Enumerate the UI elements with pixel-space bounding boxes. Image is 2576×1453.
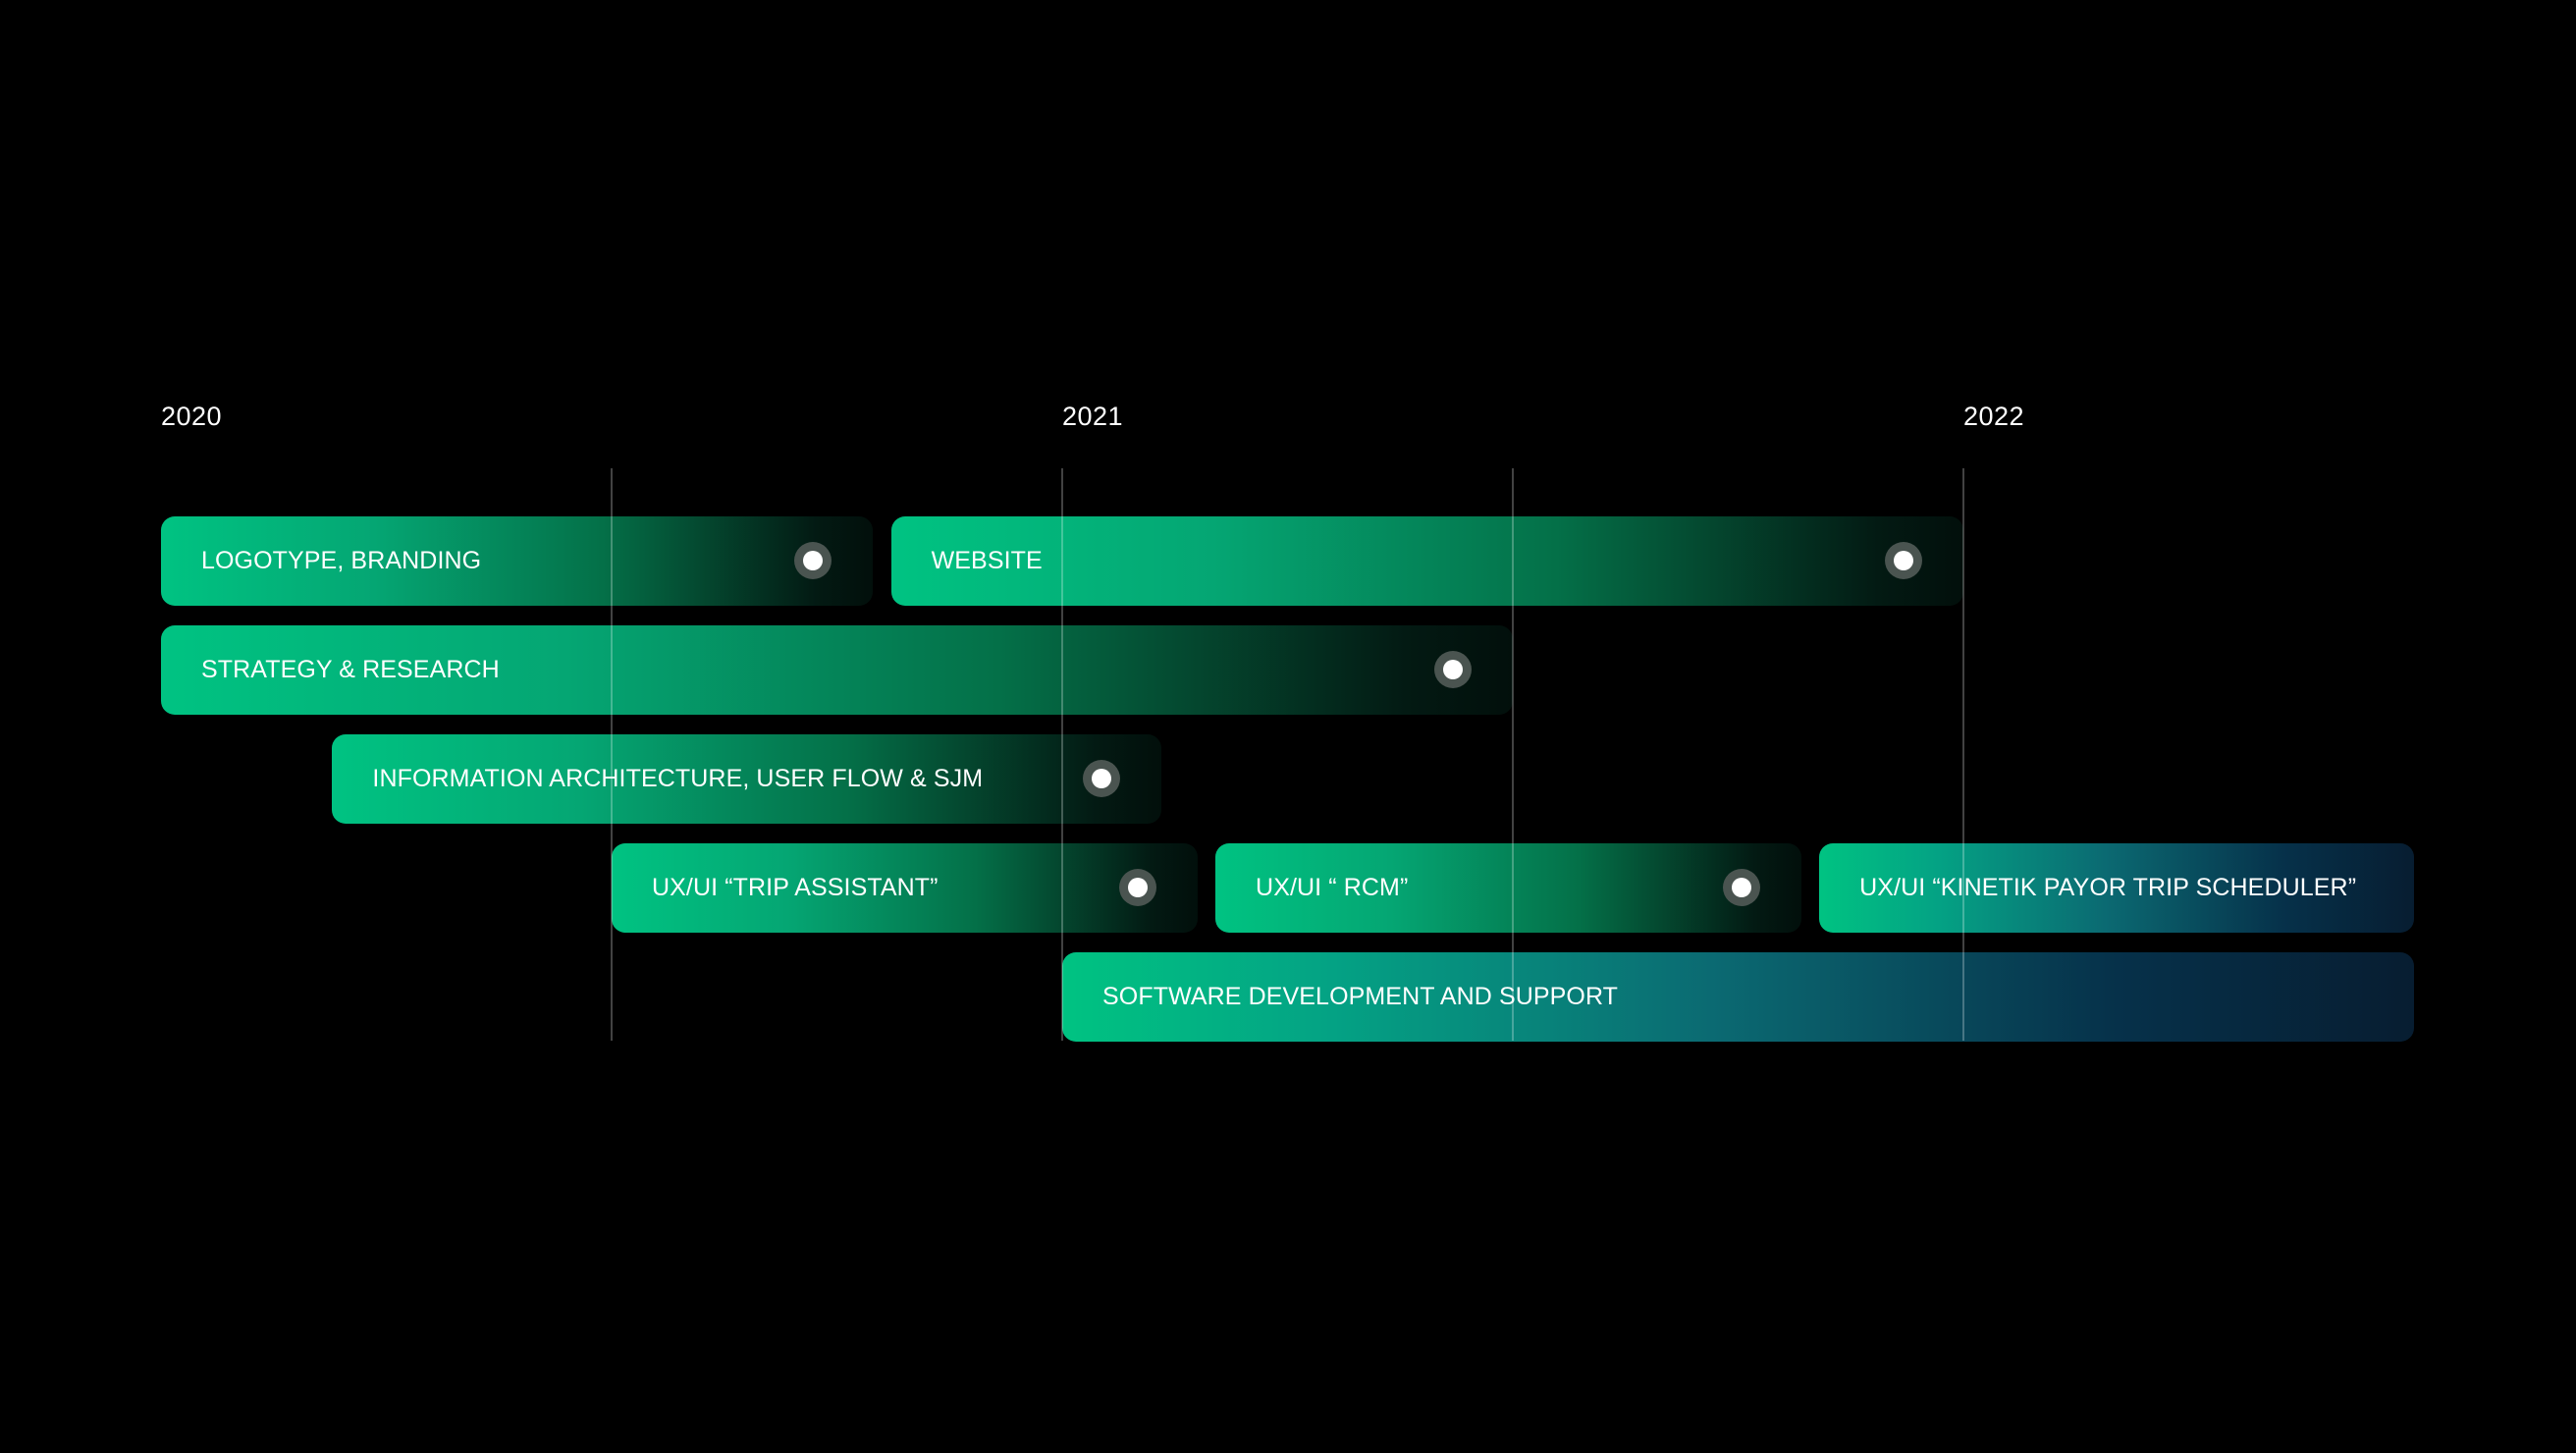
task-bar: UX/UI “ RCM” [1215, 843, 1801, 933]
milestone-dot [1127, 878, 1148, 897]
milestone-marker-icon [1434, 651, 1472, 688]
task-bar: STRATEGY & RESEARCH [161, 625, 1513, 715]
task-bar: INFORMATION ARCHITECTURE, USER FLOW & SJ… [332, 734, 1161, 824]
timeline-gridline [611, 468, 613, 1041]
milestone-marker-icon [1884, 542, 1922, 579]
year-tick-label: 2020 [161, 402, 223, 431]
task-label: UX/UI “KINETIK PAYOR TRIP SCHEDULER” [1859, 874, 2357, 901]
task-label: UX/UI “ RCM” [1256, 874, 1409, 901]
year-tick-label: 2021 [1062, 402, 1124, 431]
milestone-dot [803, 551, 824, 570]
timeline-gridline [1061, 468, 1063, 1041]
task-bar: UX/UI “KINETIK PAYOR TRIP SCHEDULER” [1819, 843, 2414, 933]
year-tick-label: 2022 [1963, 402, 2025, 431]
timeline-gridline [1512, 468, 1514, 1041]
task-bar: LOGOTYPE, BRANDING [161, 516, 874, 606]
task-label: INFORMATION ARCHITECTURE, USER FLOW & SJ… [372, 765, 984, 792]
task-bar: SOFTWARE DEVELOPMENT AND SUPPORT [1062, 952, 2414, 1042]
task-label: WEBSITE [931, 547, 1043, 574]
milestone-marker-icon [1722, 869, 1760, 906]
task-label: SOFTWARE DEVELOPMENT AND SUPPORT [1102, 983, 1619, 1010]
task-label: UX/UI “TRIP ASSISTANT” [652, 874, 939, 901]
milestone-marker-icon [1118, 869, 1156, 906]
milestone-dot [1443, 660, 1463, 679]
milestone-marker-icon [1082, 760, 1120, 797]
milestone-dot [1091, 769, 1111, 788]
task-label: LOGOTYPE, BRANDING [201, 547, 482, 574]
milestone-dot [1893, 551, 1913, 570]
task-bar: WEBSITE [890, 516, 1963, 606]
task-bar: UX/UI “TRIP ASSISTANT” [612, 843, 1198, 933]
milestone-marker-icon [794, 542, 832, 579]
timeline-gridline [1962, 468, 1964, 1041]
task-label: STRATEGY & RESEARCH [201, 656, 500, 683]
milestone-dot [1731, 878, 1751, 897]
